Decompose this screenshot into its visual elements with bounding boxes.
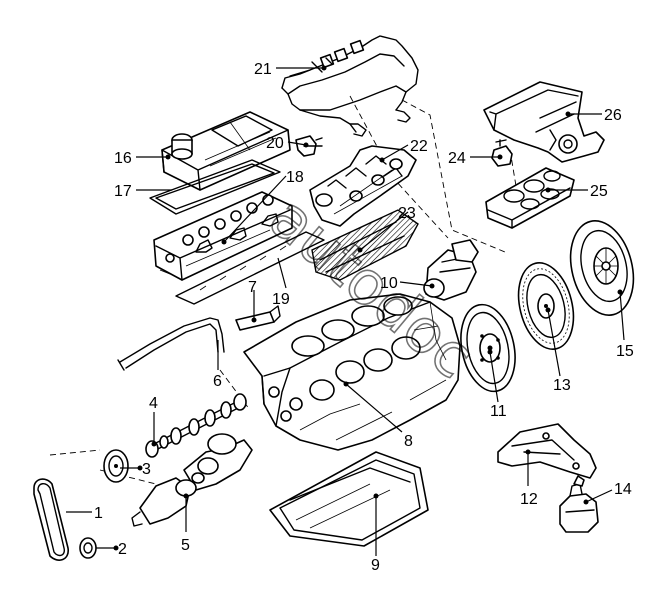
callout-14: 14 (614, 481, 632, 498)
part-5-crankshaft (131, 433, 253, 527)
callout-15: 15 (616, 343, 634, 360)
callout-18: 18 (286, 169, 304, 186)
part-19-head-gasket (175, 231, 325, 305)
part-6-dipstick (117, 317, 225, 371)
part-9-oil-pan (269, 451, 429, 547)
callout-25: 25 (590, 183, 608, 200)
callout-21: 21 (254, 61, 272, 78)
callout-13: 13 (553, 377, 571, 394)
callout-22: 22 (410, 138, 428, 155)
callout-10: 10 (380, 275, 398, 292)
callout-11: 11 (490, 403, 507, 420)
part-13-clutch-disc (517, 262, 575, 350)
callout-17: 17 (114, 183, 132, 200)
callout-1: 1 (94, 505, 103, 522)
part-16-valve-cover-left (161, 111, 291, 191)
part-3-cam-sprocket (103, 449, 129, 483)
callout-2: 2 (118, 541, 127, 558)
callout-9: 9 (371, 557, 380, 574)
callout-6: 6 (213, 373, 222, 390)
callout-19: 19 (272, 291, 290, 308)
part-14-engine-mount (559, 475, 599, 533)
part-22-intake-manifold (309, 145, 417, 227)
part-23-intake-gasket (311, 209, 419, 281)
part-1-timing-chain (33, 478, 69, 561)
part-25-lower-plenum (485, 167, 575, 229)
callout-labels: 1 2 3 4 5 6 7 8 9 10 11 12 13 14 15 16 1… (94, 61, 634, 574)
part-10-starter-motor (423, 239, 479, 301)
leader-lines (66, 67, 625, 556)
part-15-pressure-plate (569, 220, 635, 316)
callout-3: 3 (142, 461, 151, 478)
part-12-mount-bracket (497, 423, 597, 479)
callout-5: 5 (181, 537, 190, 554)
part-4-camshaft (145, 393, 247, 458)
callout-7: 7 (248, 279, 257, 296)
part-17-valve-cover-gasket (149, 159, 281, 215)
leader-dots (113, 65, 623, 551)
callout-12: 12 (520, 491, 538, 508)
part-8-engine-block (243, 293, 461, 451)
part-2-crank-sprocket (79, 537, 97, 559)
callout-26: 26 (604, 107, 622, 124)
part-7-dipstick-tube (235, 305, 281, 331)
callout-16: 16 (114, 150, 132, 167)
callout-24: 24 (448, 150, 466, 167)
callout-20: 20 (266, 135, 284, 152)
part-26-intake-plenum (483, 81, 605, 163)
part-21-intake-rail (281, 35, 419, 137)
callout-23: 23 (398, 205, 416, 222)
part-24-sensor (491, 139, 513, 167)
callout-8: 8 (404, 433, 413, 450)
callout-4: 4 (149, 395, 158, 412)
part-20-sensor (295, 135, 323, 157)
part-18-cylinder-head (153, 191, 293, 281)
